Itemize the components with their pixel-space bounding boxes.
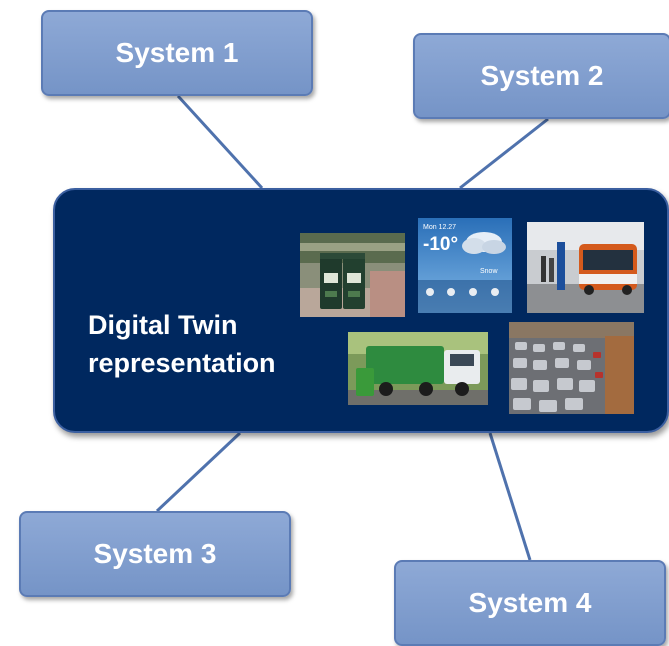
connector-system4 xyxy=(488,432,532,561)
system-3-box: System 3 xyxy=(19,511,291,597)
system-3-label: System 3 xyxy=(93,538,217,569)
system-2-label: System 2 xyxy=(480,60,604,91)
digital-twin-title: Digital Twin xyxy=(88,310,238,340)
garbage-truck-photo xyxy=(348,332,488,405)
digital-twin-subtitle: representation xyxy=(88,348,276,378)
weather-temperature: -10° xyxy=(423,234,458,255)
weather-condition: Snow xyxy=(480,268,498,275)
smart-bins-photo xyxy=(300,233,405,317)
system-1-box: System 1 xyxy=(41,10,313,96)
bus-stop-photo xyxy=(527,222,644,313)
system-4-label: System 4 xyxy=(468,587,592,618)
weather-date: Mon 12.27 xyxy=(423,224,456,231)
digital-twin-label: Digital Twin representation xyxy=(88,306,348,382)
traffic-jam-photo xyxy=(509,322,634,414)
connector-system2 xyxy=(459,117,549,190)
system-4-box: System 4 xyxy=(394,560,666,646)
system-1-label: System 1 xyxy=(115,37,239,68)
weather-forecast-tile: Mon 12.27 -10° Snow xyxy=(418,218,512,313)
connector-system3 xyxy=(155,431,242,513)
connector-system1 xyxy=(176,94,264,190)
system-2-box: System 2 xyxy=(413,33,669,119)
